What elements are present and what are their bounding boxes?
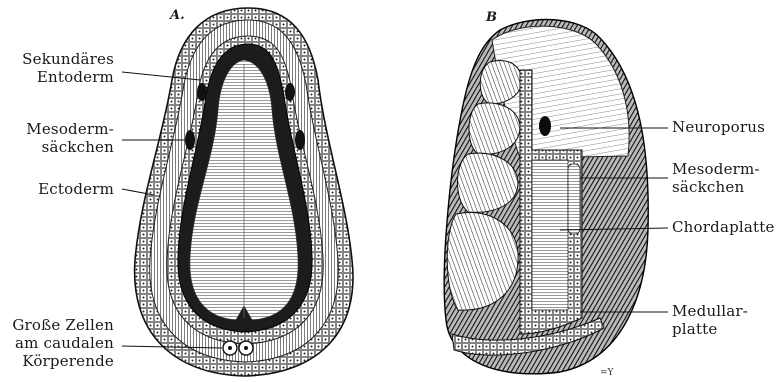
label-mesodermsaeckchen-a: Mesoderm- säckchen [26, 120, 114, 156]
neuroporus-opening [539, 116, 551, 136]
label-medullar-line2: platte [672, 320, 748, 338]
mesoderm-pouch-b [568, 164, 580, 234]
label-grosse-zellen-line2: am caudalen [12, 334, 114, 352]
label-sekundaeres-entoderm: Sekundäres Entoderm [22, 50, 114, 86]
label-grosse-zellen: Große Zellen am caudalen Körperende [12, 316, 114, 370]
mesoderm-pouch-right [285, 83, 295, 101]
panel-label-a: A. [170, 8, 185, 23]
label-ectoderm: Ectoderm [38, 180, 114, 198]
label-medullarplatte: Medullar- platte [672, 302, 748, 338]
label-mesoderm-a-line1: Mesoderm- [26, 120, 114, 138]
chorda-plate [532, 160, 568, 310]
embryo-3d-b [444, 20, 648, 374]
label-mesoderm-b-line2: säckchen [672, 178, 760, 196]
label-mesoderm-a-line2: säckchen [26, 138, 114, 156]
label-sekundaeres-line1: Sekundäres [22, 50, 114, 68]
embryo-section-a [135, 8, 353, 376]
panel-label-b: B [486, 10, 497, 25]
somite-lobes [447, 61, 522, 311]
mesoderm-pouch-left [197, 83, 207, 101]
label-sekundaeres-line2: Entoderm [22, 68, 114, 86]
label-mesoderm-b-line1: Mesoderm- [672, 160, 760, 178]
label-grosse-zellen-line1: Große Zellen [12, 316, 114, 334]
mesoderm-pouch-right-lower [295, 130, 305, 150]
corner-mark: =Y [600, 368, 613, 378]
label-grosse-zellen-line3: Körperende [12, 352, 114, 370]
label-mesodermsaeckchen-b: Mesoderm- säckchen [672, 160, 760, 196]
label-chordaplatte: Chordaplatte [672, 218, 775, 236]
label-medullar-line1: Medullar- [672, 302, 748, 320]
label-neuroporus: Neuroporus [672, 118, 765, 136]
